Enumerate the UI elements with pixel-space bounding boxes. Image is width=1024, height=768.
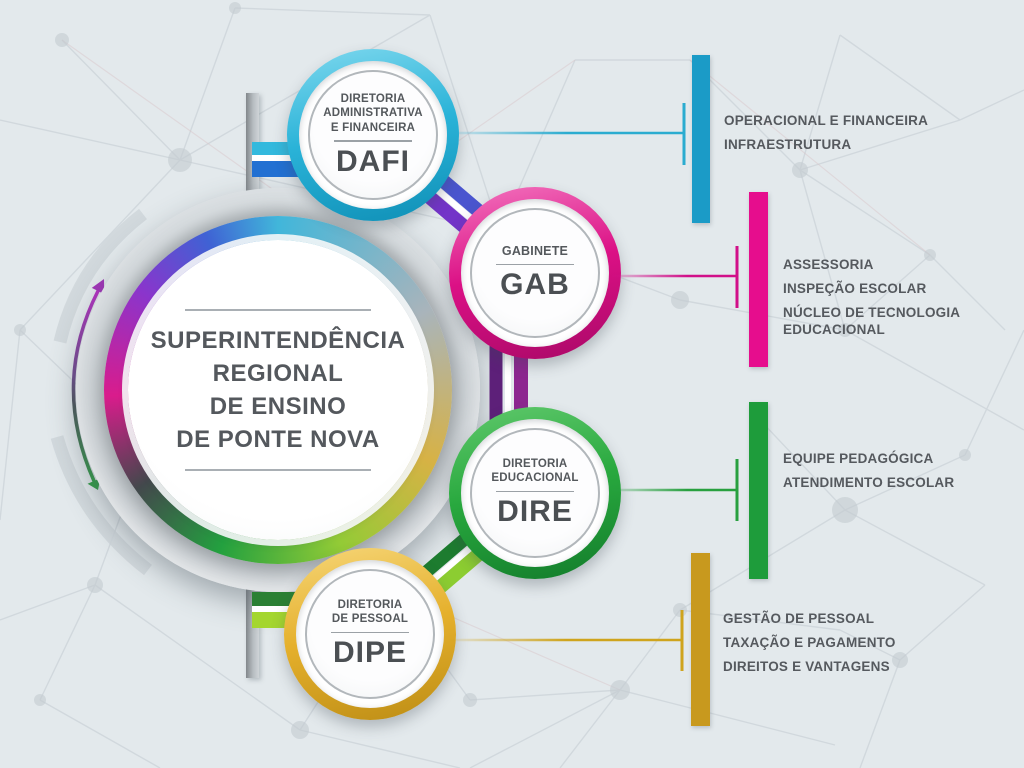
unit-bar-dafi — [692, 55, 710, 223]
connector-dafi — [450, 103, 686, 165]
hub-title-line: SUPERINTENDÊNCIA — [150, 327, 406, 354]
circle-gab: GABINETE GAB — [449, 187, 621, 359]
dept-divider — [333, 140, 413, 142]
connector-dipe — [450, 610, 684, 671]
dept-name-line: EDUCACIONAL — [491, 472, 579, 485]
circle-dire: DIRETORIA EDUCACIONAL DIRE — [449, 407, 621, 579]
unit-label: INSPEÇÃO ESCOLAR — [783, 281, 927, 296]
dept-name-line: DIRETORIA — [337, 598, 403, 611]
hub-title-line: DE PONTE NOVA — [176, 426, 380, 453]
dept-acronym: GAB — [500, 268, 570, 301]
unit-labels-gab: ASSESSORIA INSPEÇÃO ESCOLAR NÚCLEO DE TE… — [783, 256, 1001, 345]
dept-acronym: DAFI — [336, 144, 410, 178]
unit-label: INFRAESTRUTURA — [724, 137, 852, 152]
unit-label: TAXAÇÃO E PAGAMENTO — [723, 635, 896, 650]
dept-acronym: DIRE — [497, 495, 573, 529]
dept-name-line: ADMINISTRATIVA — [323, 107, 423, 119]
dept-divider — [330, 631, 410, 634]
dept-name-line: DIRETORIA — [502, 457, 568, 470]
unit-bar-dipe — [691, 553, 710, 726]
unit-label: EQUIPE PEDAGÓGICA — [783, 451, 934, 466]
unit-bar-dire — [749, 402, 768, 579]
circle-gab-label: GABINETE GAB — [470, 208, 600, 338]
unit-label: NÚCLEO DE TECNOLOGIA EDUCACIONAL — [783, 305, 960, 337]
hub-rule-bottom — [185, 469, 371, 471]
connector-gab — [612, 246, 739, 308]
circle-dafi: DIRETORIA ADMINISTRATIVA E FINANCEIRA DA… — [287, 49, 459, 221]
hub-title-line: DE ENSINO — [209, 393, 347, 420]
circle-dipe: DIRETORIA DE PESSOAL DIPE — [284, 548, 456, 720]
hub-circle: SUPERINTENDÊNCIA REGIONAL DE ENSINO DE P… — [128, 240, 428, 540]
unit-labels-dafi: OPERACIONAL E FINANCEIRA INFRAESTRUTURA — [724, 112, 928, 160]
dept-divider — [495, 263, 575, 265]
unit-labels-dipe: GESTÃO DE PESSOAL TAXAÇÃO E PAGAMENTO DI… — [723, 610, 896, 682]
unit-label: ASSESSORIA — [783, 257, 874, 272]
gray-arc-decoration — [50, 208, 152, 576]
unit-labels-dire: EQUIPE PEDAGÓGICA ATENDIMENTO ESCOLAR — [783, 450, 954, 498]
circle-dafi-label: DIRETORIA ADMINISTRATIVA E FINANCEIRA DA… — [308, 70, 438, 200]
circle-dire-label: DIRETORIA EDUCACIONAL DIRE — [470, 428, 600, 558]
circle-dipe-label: DIRETORIA DE PESSOAL DIPE — [305, 569, 435, 699]
hub-rule-top — [185, 309, 371, 311]
hub-title: SUPERINTENDÊNCIA REGIONAL DE ENSINO DE P… — [151, 324, 406, 456]
dept-divider — [495, 490, 575, 493]
dept-name-line: DIRETORIA — [340, 92, 406, 105]
unit-label: OPERACIONAL E FINANCEIRA — [724, 113, 929, 128]
unit-label: ATENDIMENTO ESCOLAR — [783, 475, 955, 490]
unit-bar-gab — [749, 192, 768, 367]
dept-name-line: DE PESSOAL — [331, 613, 409, 626]
unit-label: DIREITOS E VANTAGENS — [723, 659, 890, 674]
dept-name-line: E FINANCEIRA — [330, 121, 416, 134]
connector-dire — [612, 459, 739, 521]
unit-label: GESTÃO DE PESSOAL — [723, 611, 875, 626]
dept-acronym: DIPE — [332, 636, 408, 670]
dept-name-line: GABINETE — [501, 244, 569, 258]
hub-title-line: REGIONAL — [212, 360, 344, 387]
